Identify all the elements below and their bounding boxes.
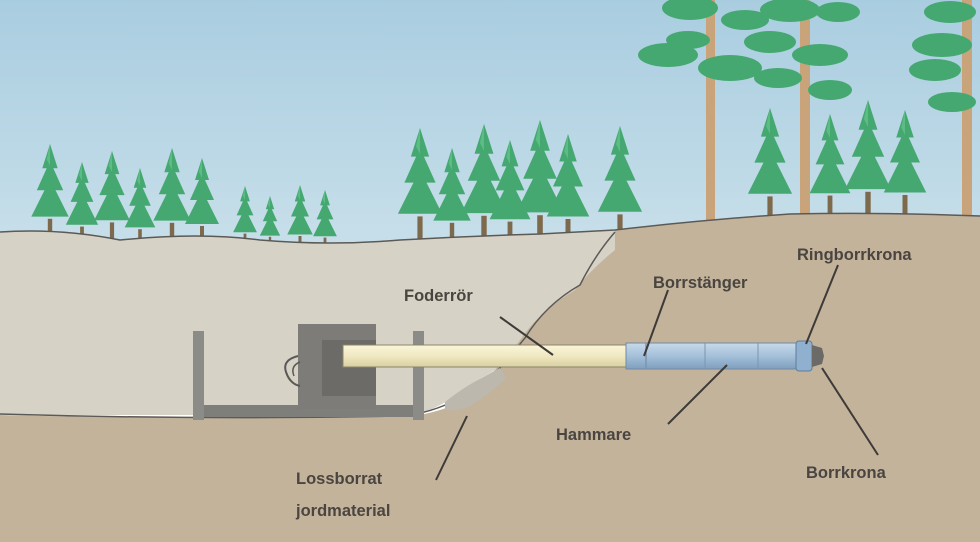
ring-bit — [795, 340, 813, 372]
label-ringborrkrona: Ringborrkrona — [797, 246, 912, 264]
ground-line — [0, 212, 980, 244]
drill-bit — [812, 345, 824, 367]
label-foderror: Foderrör — [404, 287, 473, 305]
label-borrkrona: Borrkrona — [806, 464, 887, 482]
drill-string — [625, 342, 811, 370]
label-borrstanger: Borrstänger — [653, 274, 748, 292]
casing-pipe — [342, 344, 627, 368]
soil-left — [0, 230, 615, 415]
pine-trees — [638, 0, 976, 222]
label-jordmaterial: jordmaterial — [295, 502, 390, 520]
label-hammare: Hammare — [556, 426, 631, 444]
drill-rig — [193, 324, 424, 420]
loosened-soil — [445, 368, 506, 411]
leader-lines — [435, 264, 879, 481]
label-lossborrat: Lossborrat — [296, 470, 383, 488]
